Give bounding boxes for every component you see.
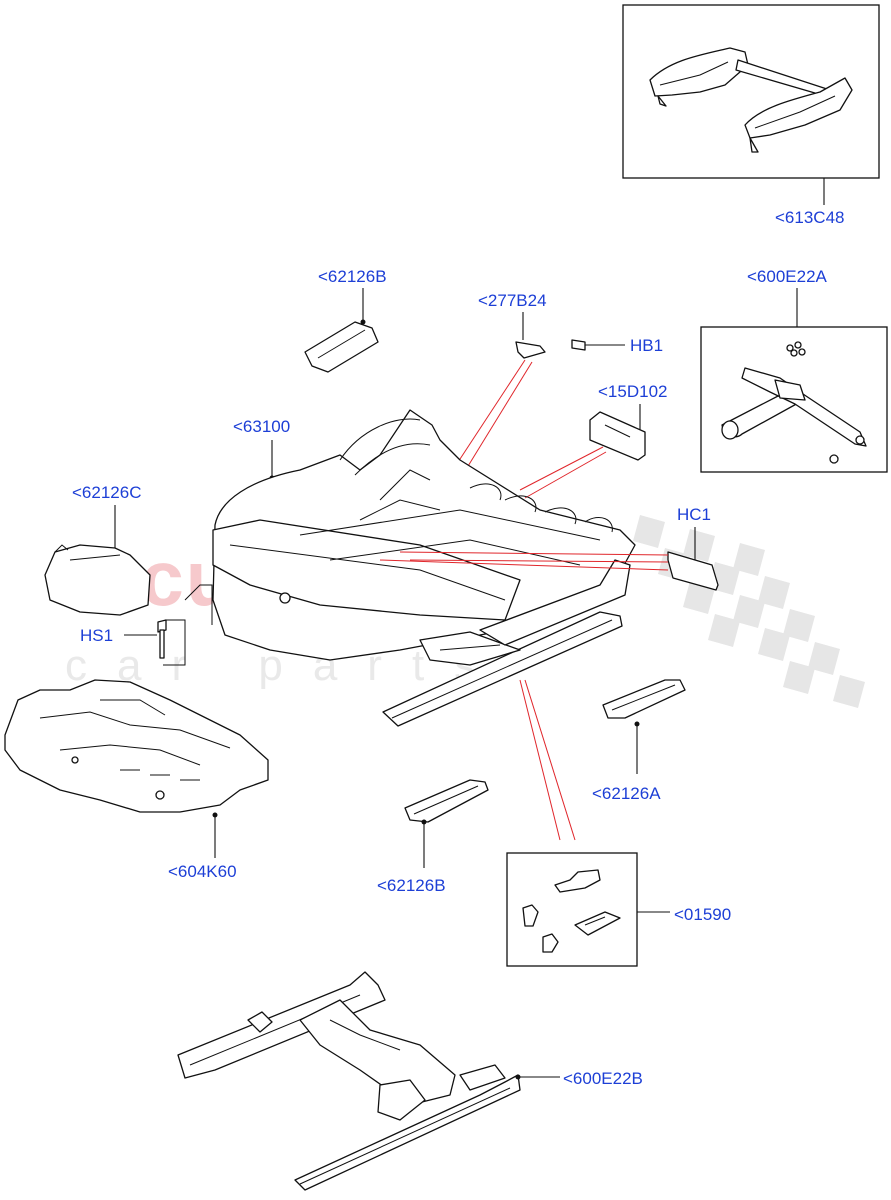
part-613C48-drawing[interactable]	[649, 47, 853, 153]
part-HS1-drawing[interactable]	[157, 619, 167, 659]
part-62126A-group: <62126A	[592, 679, 686, 803]
part-63100-drawing[interactable]	[212, 409, 636, 727]
part-HC1-drawing[interactable]	[667, 551, 719, 591]
part-600E22A-box	[700, 326, 888, 473]
part-604K60-group: <604K60	[4, 679, 269, 881]
red-leader-01590-a	[519, 679, 561, 841]
label-604K60[interactable]: <604K60	[168, 862, 237, 881]
label-613C48[interactable]: <613C48	[775, 208, 844, 227]
part-01590-group: <01590	[506, 679, 731, 967]
part-HS1-group: HS1	[80, 584, 213, 666]
label-01590[interactable]: <01590	[674, 905, 731, 924]
red-leader-HC1-a	[399, 551, 669, 556]
label-62126B-top[interactable]: <62126B	[318, 267, 387, 286]
part-62126A-drawing[interactable]	[602, 679, 686, 719]
label-277B24[interactable]: <277B24	[478, 291, 547, 310]
part-15D102-drawing[interactable]	[589, 411, 646, 461]
part-600E22B-group: <600E22B	[177, 971, 643, 1191]
part-62126C-group: <62126C	[44, 483, 151, 616]
part-62126C-drawing[interactable]	[44, 544, 151, 616]
part-62126B-bottom-group: <62126B	[377, 779, 489, 895]
part-01590-drawing[interactable]	[522, 869, 621, 953]
part-15D102-group: <15D102	[519, 382, 667, 499]
label-62126B-bottom[interactable]: <62126B	[377, 876, 446, 895]
part-62126B-top-drawing[interactable]	[304, 321, 379, 373]
part-604K60-drawing[interactable]	[4, 679, 269, 813]
label-HC1[interactable]: HC1	[677, 505, 711, 524]
label-HB1[interactable]: HB1	[630, 336, 663, 355]
part-600E22B-drawing[interactable]	[177, 971, 521, 1191]
part-62126B-top-group: <62126B	[304, 267, 387, 373]
part-600E22A-drawing[interactable]	[721, 341, 867, 464]
red-leader-15D102-a	[519, 446, 604, 491]
label-62126C[interactable]: <62126C	[72, 483, 141, 502]
part-613C48-group: <613C48	[622, 4, 880, 227]
part-63100-group: <63100	[212, 409, 636, 727]
part-62126B-bottom-drawing[interactable]	[404, 779, 489, 823]
part-HC1-group: HC1	[379, 505, 719, 591]
HS1-bracket-line	[163, 619, 186, 666]
part-600E22A-group: <600E22A	[700, 267, 888, 473]
label-HS1[interactable]: HS1	[80, 626, 113, 645]
part-613C48-box	[622, 4, 880, 179]
label-63100[interactable]: <63100	[233, 417, 290, 436]
red-leader-01590-b	[524, 679, 576, 841]
label-62126A[interactable]: <62126A	[592, 784, 661, 803]
part-01590-box	[506, 852, 638, 967]
label-600E22A[interactable]: <600E22A	[747, 267, 828, 286]
HS1-bracket-line-2	[184, 584, 213, 625]
part-277B24-drawing[interactable]	[515, 339, 586, 359]
red-leader-15D102-b	[524, 451, 607, 499]
red-leader-HC1-c	[379, 559, 669, 571]
label-600E22B[interactable]: <600E22B	[563, 1069, 643, 1088]
label-15D102[interactable]: <15D102	[598, 382, 667, 401]
red-leader-HC1-b	[409, 559, 669, 563]
checkered-flag-graphic	[633, 515, 865, 708]
